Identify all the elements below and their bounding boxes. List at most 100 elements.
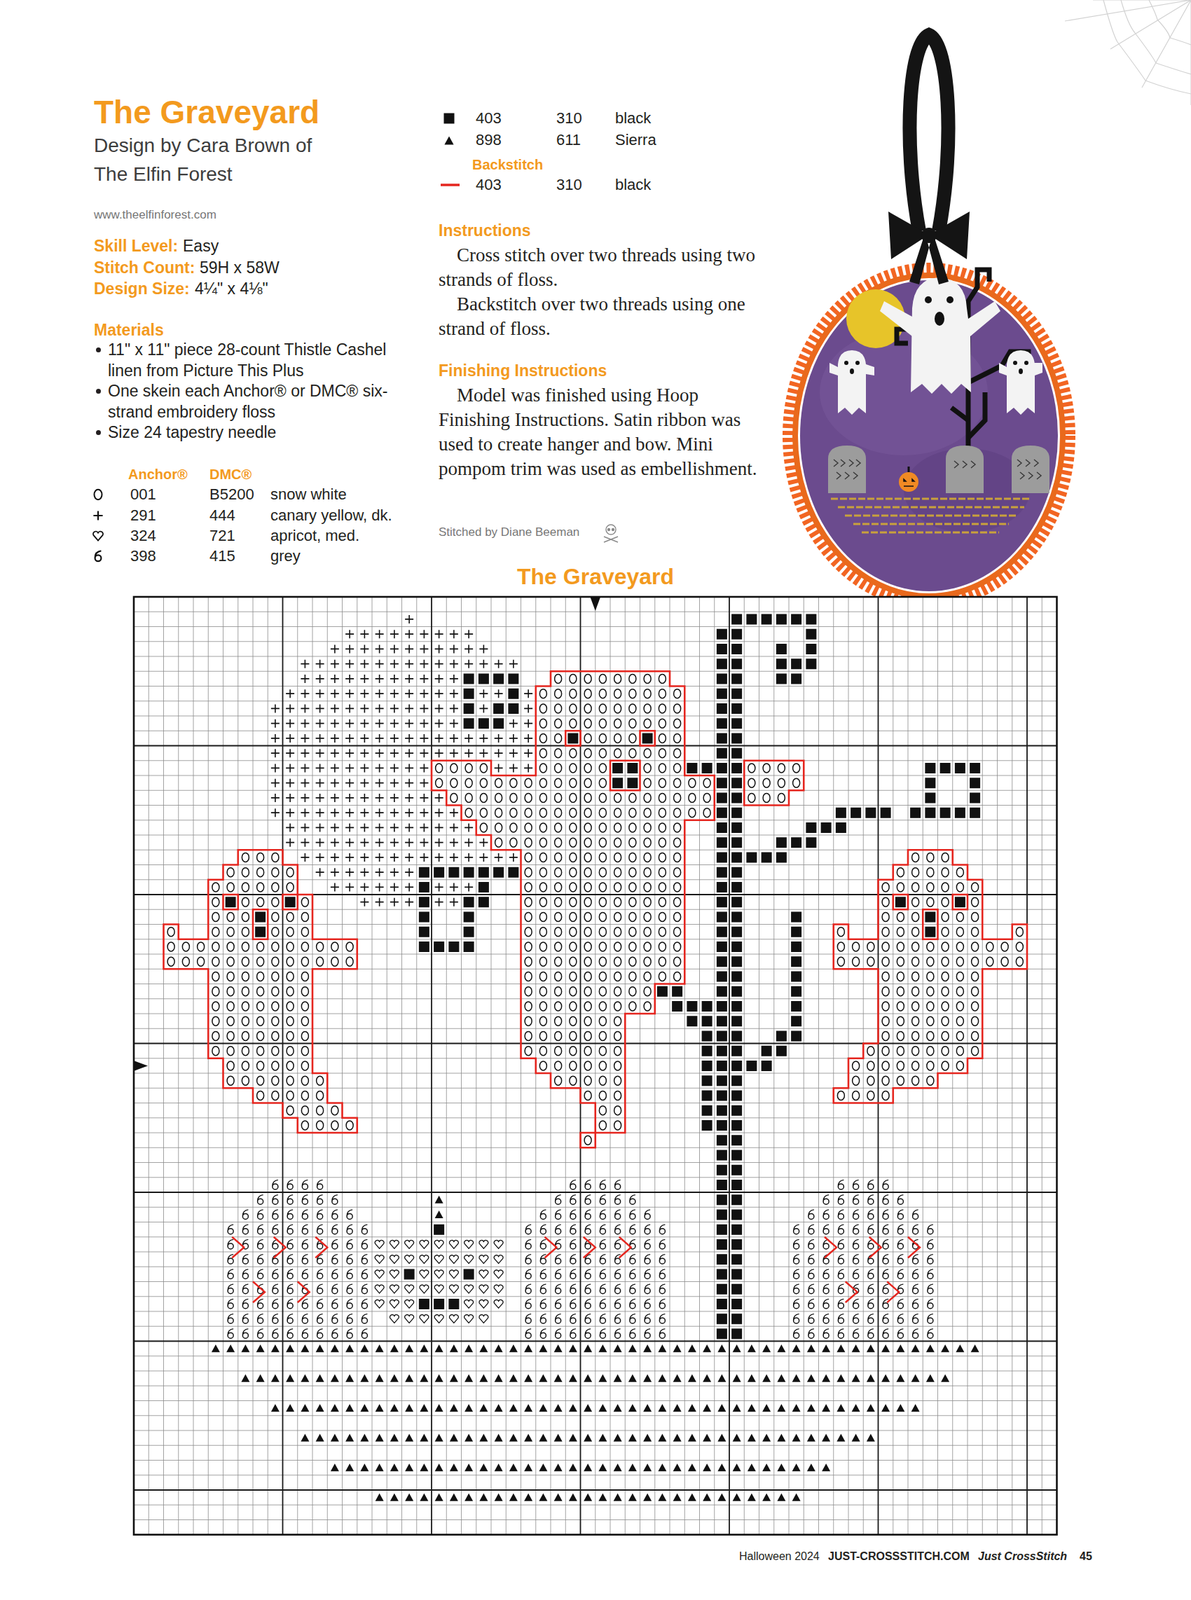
key-symbol-sierra: [444, 135, 454, 145]
section-heading: Stitch Count:: [93, 257, 195, 278]
section-heading: Skill Level:: [93, 236, 178, 256]
ghost-mouth: [934, 311, 945, 326]
floss-key-cell: 403: [475, 175, 502, 195]
floss-key-cell: black: [615, 175, 651, 195]
yellow-stitch-symbol: [271, 615, 533, 907]
ground-stitches: [830, 498, 1030, 533]
backstitch-lettering: [231, 1237, 920, 1304]
big-ghost: [879, 277, 1001, 394]
instruction-paragraph: Model was finished using Hoop Finishing …: [438, 383, 768, 482]
ghost-eye: [946, 296, 954, 304]
text-label: Stitched by Diane Beeman: [438, 525, 580, 540]
ghost-eye: [855, 360, 860, 366]
bow-loop: [888, 211, 970, 260]
apricot-stitch-symbol: [374, 1240, 504, 1324]
text-label: Easy: [182, 236, 219, 256]
tombstone-lettering: [833, 459, 1042, 480]
backstitch-outline: [163, 671, 1028, 1148]
key-symbol-grey: [95, 550, 102, 562]
grid-ten-line: [133, 596, 1058, 1535]
right-ghost: [999, 350, 1043, 415]
text-label: 4¼" x 4⅛": [194, 278, 269, 299]
stitched-letters: [833, 459, 861, 480]
grey-stitch-symbol: [227, 1179, 934, 1339]
pumpkin-face: [903, 479, 915, 487]
ghost-body: [837, 350, 875, 415]
center-arrow: [134, 1060, 148, 1071]
bullet-dot: [95, 388, 101, 394]
pumpkin: [898, 472, 919, 492]
text-label: 59H x 58W: [199, 257, 280, 278]
bullet-dot: [95, 430, 101, 436]
floss-key-cell: 001: [130, 485, 157, 504]
instruction-paragraph: Cross stitch over two threads using two …: [438, 243, 768, 293]
section-heading: Materials: [93, 320, 164, 340]
cross-stitch-chart: [133, 596, 1058, 1535]
chart-border: [133, 596, 1058, 1535]
ghost-eye: [844, 360, 849, 366]
floss-key-cell: 721: [209, 526, 236, 546]
tombstone: [828, 445, 866, 494]
section-heading: DMC®: [209, 465, 252, 483]
floss-key-cell: canary yellow, dk.: [270, 506, 393, 525]
web-thread: [1103, 0, 1191, 94]
material-item: One skein each Anchor® or DMC® six-stran…: [107, 381, 417, 423]
floss-key-cell: 403: [475, 109, 502, 128]
page-footer: Halloween 2024: [739, 1549, 820, 1564]
hoop-rim: [795, 275, 1063, 597]
section-heading: The Graveyard: [517, 563, 674, 590]
bow-knot: [921, 227, 937, 244]
tombstones: [828, 445, 1050, 494]
skull-eye: [608, 528, 611, 532]
spider-web: [1064, 0, 1191, 106]
ghost-arm: [829, 362, 838, 376]
floss-key-cell: 310: [556, 109, 583, 128]
bullet-dot: [95, 347, 101, 353]
instruction-paragraph: Backstitch over two threads using one st…: [438, 292, 768, 342]
floss-key-cell: 611: [556, 131, 581, 150]
ghost-mouth: [1018, 368, 1023, 375]
tree-branch: [951, 392, 986, 438]
section-heading: Instructions: [438, 220, 532, 241]
material-item: 11" x 11" piece 28-count Thistle Cashel …: [107, 339, 417, 382]
skull-icon: [603, 524, 618, 543]
center-arrow: [590, 597, 601, 611]
grid-line: [133, 596, 1058, 1535]
ribbon-bow: [888, 211, 970, 285]
web-thread: [1148, 0, 1191, 45]
key-backstitch-line: [440, 183, 460, 187]
floss-key-cell: 291: [130, 506, 157, 525]
floss-key-cell: grey: [270, 547, 301, 566]
stitched-letters: [954, 460, 976, 468]
text-label: www.theelfinforest.com: [93, 208, 217, 223]
crossbones: [603, 536, 618, 543]
section-heading: Backstitch: [472, 156, 543, 174]
left-ghost: [829, 350, 875, 415]
ghost-mouth: [849, 368, 855, 375]
key-symbol-yellow: [93, 510, 103, 520]
page-title: The Graveyard: [93, 93, 320, 132]
ribbon-hanger: [909, 35, 948, 232]
floss-key-cell: black: [615, 109, 651, 128]
text-label: The Elfin Forest: [93, 162, 233, 187]
ghost-eye: [1013, 360, 1018, 366]
ghost-arm: [879, 301, 913, 337]
floss-key-cell: 898: [475, 131, 502, 150]
tombstone: [945, 445, 984, 494]
key-symbol-apricot: [93, 531, 103, 541]
ornament-photo: [788, 35, 1070, 603]
skull-eye: [612, 528, 615, 532]
floss-key-cell: Sierra: [615, 131, 657, 150]
ghost-arm: [999, 362, 1043, 376]
section-heading: Anchor®: [128, 465, 188, 483]
material-item: Size 24 tapestry needle: [107, 422, 417, 444]
stitched-letters: [1017, 459, 1042, 480]
floss-key-cell: 415: [209, 547, 236, 566]
floss-key-cell: 398: [130, 547, 157, 566]
web-thread: [1120, 0, 1191, 75]
ground-line: [830, 498, 1030, 533]
pompom-trim: [788, 269, 1070, 603]
text-label: Design by Cara Brown of: [93, 133, 312, 158]
key-symbol-black: [444, 113, 455, 125]
floss-key-cell: B5200: [209, 485, 255, 504]
